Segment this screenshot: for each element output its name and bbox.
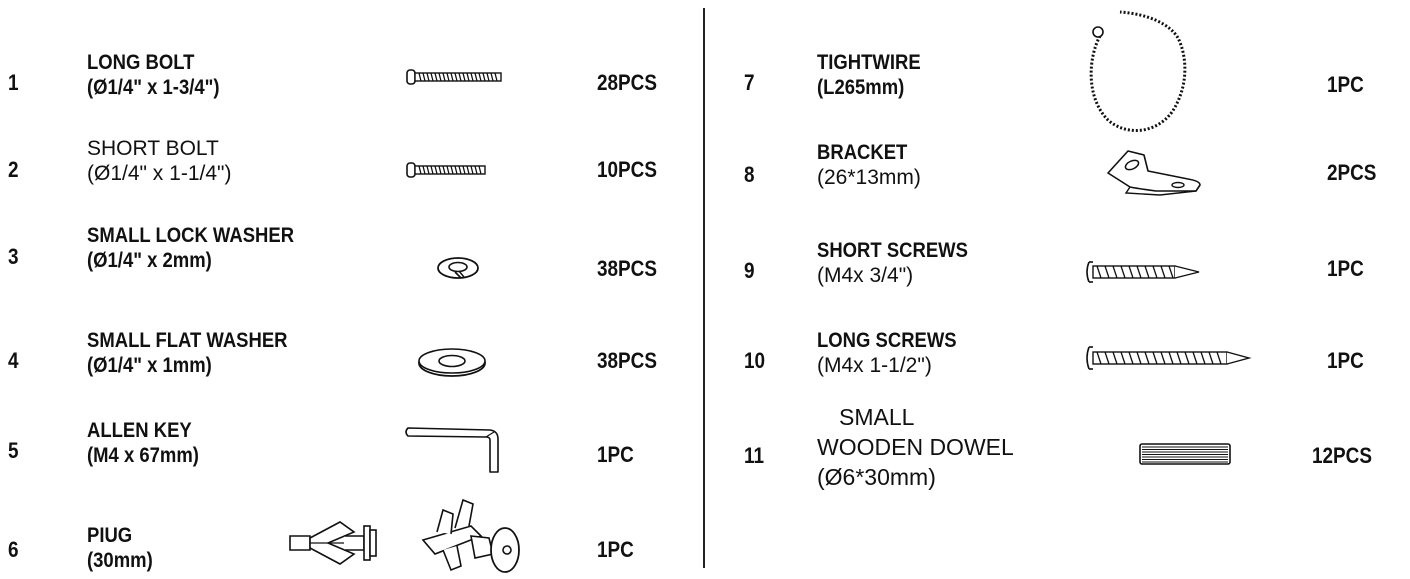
part-description: PIUG (30mm)	[87, 523, 162, 573]
part-size: (M4x 3/4")	[817, 264, 914, 287]
tightwire-icon	[1089, 10, 1187, 132]
part-number: 11	[744, 443, 765, 468]
part-size: (Ø1/4" x 1-3/4")	[87, 76, 220, 99]
part-description: LONG BOLT (Ø1/4" x 1-3/4")	[87, 50, 238, 100]
part-number: 8	[744, 162, 755, 187]
part-name: LONG SCREWS	[817, 329, 957, 352]
part-number: 4	[8, 348, 19, 373]
part-name: SMALL	[839, 404, 915, 430]
part-description: SMALL FLAT WASHER (Ø1/4" x 1mm)	[87, 328, 315, 378]
part-description: LONG SCREWS (M4x 1-1/2")	[817, 328, 976, 378]
lock-washer-icon	[437, 257, 479, 279]
part-name: PIUG	[87, 524, 133, 547]
part-description: SMALL LOCK WASHER (Ø1/4" x 2mm)	[87, 223, 322, 273]
part-number: 7	[744, 70, 755, 95]
flat-washer-icon	[418, 348, 486, 377]
bracket-icon	[1107, 150, 1201, 196]
part-quantity: 12PCS	[1312, 443, 1372, 468]
part-description: BRACKET (26*13mm)	[817, 140, 921, 190]
part-description: SMALL WOODEN DOWEL (Ø6*30mm)	[817, 402, 1014, 492]
wooden-dowel-icon	[1139, 443, 1231, 465]
long-screw-icon	[1086, 346, 1252, 370]
short-bolt-icon	[406, 162, 486, 178]
part-number: 10	[744, 348, 766, 373]
part-number: 2	[8, 157, 19, 182]
column-divider	[703, 8, 705, 568]
part-number: 9	[744, 258, 755, 283]
part-size: (Ø1/4" x 2mm)	[87, 249, 212, 272]
part-quantity: 38PCS	[597, 256, 657, 281]
part-name: SHORT SCREWS	[817, 239, 968, 262]
part-quantity: 10PCS	[597, 157, 657, 182]
part-number: 3	[8, 244, 19, 269]
part-quantity: 1PC	[597, 537, 634, 562]
part-name: TIGHTWIRE	[817, 51, 921, 74]
part-quantity: 1PC	[597, 442, 634, 467]
wall-plug-icon	[289, 521, 377, 565]
part-name: LONG BOLT	[87, 51, 195, 74]
part-quantity: 38PCS	[597, 348, 657, 373]
part-number: 6	[8, 537, 19, 562]
part-number: 5	[8, 438, 19, 463]
part-quantity: 1PC	[1327, 348, 1364, 373]
part-size: (26*13mm)	[817, 166, 921, 189]
part-quantity: 2PCS	[1327, 160, 1377, 185]
part-number: 1	[8, 70, 19, 95]
part-name: BRACKET	[817, 141, 908, 164]
part-quantity: 28PCS	[597, 70, 657, 95]
part-name: SMALL LOCK WASHER	[87, 224, 295, 247]
part-description: ALLEN KEY (M4 x 67mm)	[87, 418, 214, 468]
allen-key-icon	[405, 427, 499, 473]
part-name: SMALL FLAT WASHER	[87, 329, 288, 352]
part-description: SHORT BOLT (Ø1/4" x 1-1/4")	[87, 136, 231, 186]
part-description: SHORT SCREWS (M4x 3/4")	[817, 238, 989, 288]
short-screw-icon	[1086, 261, 1200, 283]
part-size: (Ø1/4" x 1-1/4")	[87, 162, 232, 185]
part-size: (Ø6*30mm)	[817, 464, 936, 490]
part-size: (M4x 1-1/2")	[817, 354, 932, 377]
wall-plug-expanded-icon	[421, 498, 520, 573]
part-size: (M4 x 67mm)	[87, 444, 199, 467]
long-bolt-icon	[406, 69, 502, 85]
part-name-cont: WOODEN DOWEL	[817, 434, 1014, 460]
part-quantity: 1PC	[1327, 72, 1364, 97]
part-name: SHORT BOLT	[87, 137, 219, 160]
part-description: TIGHTWIRE (L265mm)	[817, 50, 935, 100]
part-size: (Ø1/4" x 1mm)	[87, 354, 212, 377]
part-size: (30mm)	[87, 549, 153, 572]
part-size: (L265mm)	[817, 76, 905, 99]
part-name: ALLEN KEY	[87, 419, 192, 442]
part-quantity: 1PC	[1327, 256, 1364, 281]
